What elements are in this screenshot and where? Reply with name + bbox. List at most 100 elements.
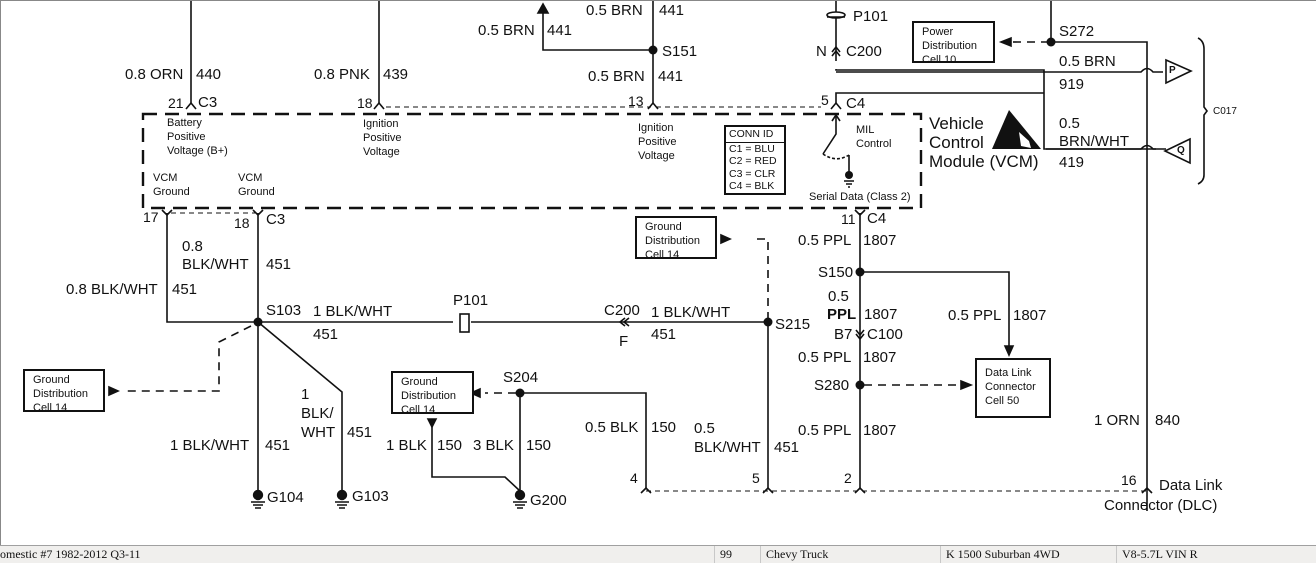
status-separator [760, 546, 761, 563]
c100-mark [855, 329, 865, 341]
arrow-gd-top [720, 233, 732, 245]
wire-150-c-color: 0.5 BLK [585, 419, 639, 436]
wire-441-top-circuit: 441 [659, 2, 685, 19]
ground-g200-label: G200 [530, 492, 567, 509]
wire-441-branch-color: 0.5 BRN [478, 22, 535, 39]
c200-mid-label: C200 [604, 302, 640, 319]
wire-451-a-color-2: BLK/WHT [182, 256, 249, 273]
wire-840-color: 1 ORN [1094, 412, 1140, 429]
pin-c4-top: C4 [846, 95, 866, 112]
pin-18b-mark [252, 209, 264, 217]
wire-451-e-color-2: BLK/WHT [694, 439, 761, 456]
splice-s151 [648, 45, 658, 55]
arrow-gd-mid-down [426, 418, 438, 429]
wire-150-gd [431, 426, 521, 492]
wire-441-low-color: 0.5 BRN [588, 68, 645, 85]
pin-c3-top: C3 [198, 94, 218, 111]
wire-150-b-circuit: 150 [526, 437, 552, 454]
dlc-pin-5: 5 [752, 470, 760, 486]
wire-451-g104-circuit: 451 [265, 437, 291, 454]
wire-s272 [1050, 1, 1148, 511]
p-tag: P [1169, 65, 1176, 76]
pin-13: 13 [628, 93, 644, 109]
wire-1807-c-circuit: 1807 [1013, 307, 1047, 324]
c017-bracket [1197, 37, 1208, 185]
splice-s272 [1046, 37, 1056, 47]
wire-451-d-color: 1 BLK/WHT [651, 304, 731, 321]
c100-label: C100 [867, 326, 903, 343]
wire-1807-branch [860, 271, 1010, 346]
p101-top-label: P101 [853, 8, 889, 25]
esd-warning-icon [992, 110, 1041, 149]
wire-1807-b-color-2: PPL [827, 306, 857, 323]
arrow-441-up [536, 2, 550, 14]
pin-18-bottom: 18 [234, 215, 250, 231]
c200-mid-pin: F [619, 333, 629, 350]
c100-pin: B7 [834, 326, 853, 343]
status-separator [940, 546, 941, 563]
serial-ground [844, 180, 854, 188]
wire-1807-b-circuit: 1807 [864, 306, 898, 323]
pin-c4-bottom: C4 [867, 210, 887, 227]
ground-g200 [513, 489, 527, 509]
wire-1807-a-circuit: 1807 [863, 232, 897, 249]
wire-1807-d-circuit: 1807 [863, 349, 897, 366]
ground-g104-label: G104 [267, 489, 304, 506]
wire-439-circuit: 439 [383, 66, 409, 83]
wire-451-e-color-1: 0.5 [694, 420, 715, 437]
splice-s280-label: S280 [814, 377, 850, 394]
wiring-lines [108, 1, 1208, 511]
label-serial-data: Serial Data (Class 2) [809, 191, 911, 203]
wire-441-branch [542, 9, 653, 51]
wire-419 [1046, 144, 1166, 150]
dlc-label-1: Data Link [1159, 477, 1223, 494]
status-separator [714, 546, 715, 563]
splice-s103 [253, 317, 263, 327]
q-tag: Q [1177, 145, 1185, 156]
dlc-pin-2: 2 [844, 470, 852, 486]
p101-mid-connector [459, 313, 470, 333]
pin-17: 17 [143, 209, 159, 225]
serial-data-dot [845, 171, 853, 179]
wire-919 [836, 67, 1163, 73]
status-year: 99 [720, 547, 732, 561]
wire-451-d-circuit: 451 [651, 326, 677, 343]
arrow-dlc-cell [1003, 345, 1015, 357]
status-make: Chevy Truck [766, 547, 829, 561]
ground-g103 [335, 489, 349, 509]
wire-1807-e-circuit: 1807 [863, 422, 897, 439]
c200-top-label: C200 [846, 43, 882, 60]
p-connector [1165, 58, 1193, 85]
splice-s215 [763, 317, 773, 327]
wire-451-g103-color-1: 1 [301, 386, 310, 403]
wire-451-g103 [257, 321, 343, 494]
splice-s150-label: S150 [818, 264, 854, 281]
pin-11-mark [854, 209, 866, 217]
wire-451-c-color: 1 BLK/WHT [313, 303, 393, 320]
splice-s215-label: S215 [775, 316, 811, 333]
wire-451-a-color-1: 0.8 [182, 238, 203, 255]
ground-g103-label: G103 [352, 488, 389, 505]
wire-440-color: 0.8 ORN [125, 66, 184, 83]
q-connector [1163, 137, 1191, 165]
pin-21: 21 [168, 95, 184, 111]
status-bar: omestic #7 1982-2012 Q3-11 99 Chevy Truc… [0, 545, 1316, 563]
wire-1807-b-color-1: 0.5 [828, 288, 849, 305]
wire-451-pin17 [166, 213, 453, 323]
pin-c3-bottom: C3 [266, 211, 286, 228]
wire-419-circuit: 419 [1059, 154, 1085, 171]
p101-mid-label: P101 [453, 292, 489, 309]
pin-13-mark [647, 101, 659, 110]
arrow-dlc-cell-2 [960, 379, 974, 391]
